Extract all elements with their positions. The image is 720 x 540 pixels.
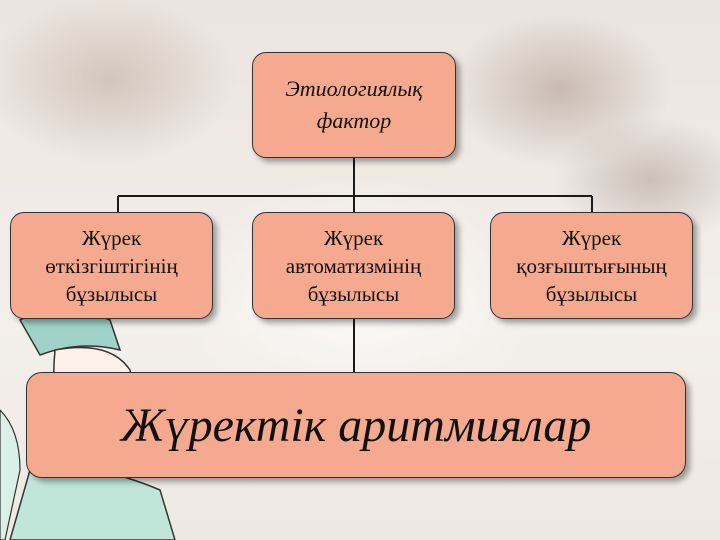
etiology-factor-label: Этиологиялық фактор	[285, 76, 423, 133]
automatism-disorder-box: Жүрек автоматизмінің бұзылысы	[252, 212, 455, 319]
excitability-disorder-box: Жүрек қозғыштығының бұзылысы	[490, 212, 693, 319]
automatism-disorder-label: Жүрек автоматизмінің бұзылысы	[285, 225, 422, 306]
conduction-disorder-label: Жүрек өткізгіштігінің бұзылысы	[45, 225, 178, 306]
conduction-disorder-box: Жүрек өткізгіштігінің бұзылысы	[10, 212, 213, 319]
etiology-factor-box: Этиологиялық фактор	[252, 52, 456, 158]
arrhythmias-label: Жүректік аритмиялар	[120, 398, 592, 452]
arrhythmias-box: Жүректік аритмиялар	[26, 372, 686, 478]
excitability-disorder-label: Жүрек қозғыштығының бұзылысы	[516, 225, 667, 306]
